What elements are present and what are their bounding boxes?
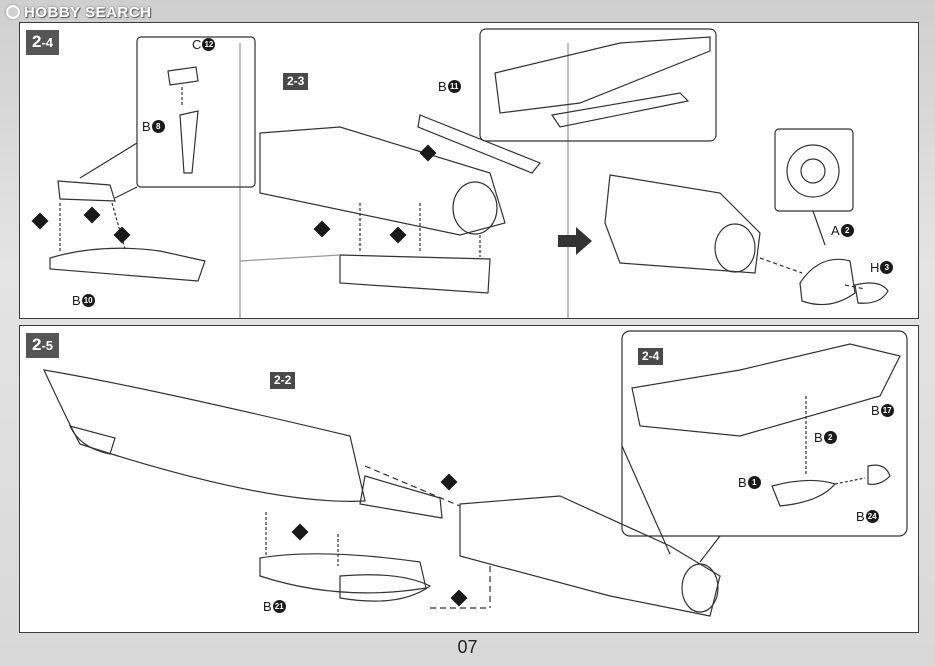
step-number-badge: 2-5	[26, 333, 60, 358]
step-2-4-illustration	[31, 28, 889, 318]
watermark-brand: HOBBY SEARCH	[24, 3, 152, 21]
step-2-5-illustration	[42, 330, 908, 617]
reference-badge-2-2: 2-2	[270, 372, 296, 389]
reference-badge-2-3: 2-3	[283, 73, 309, 90]
reference-badge-2-4: 2-4	[638, 348, 664, 365]
hobby-search-watermark: HOBBY SEARCH	[6, 3, 151, 21]
page-number: 07	[457, 637, 478, 657]
step-number-badge: 2-4	[26, 30, 60, 55]
hobby-search-logo-icon	[6, 5, 20, 19]
